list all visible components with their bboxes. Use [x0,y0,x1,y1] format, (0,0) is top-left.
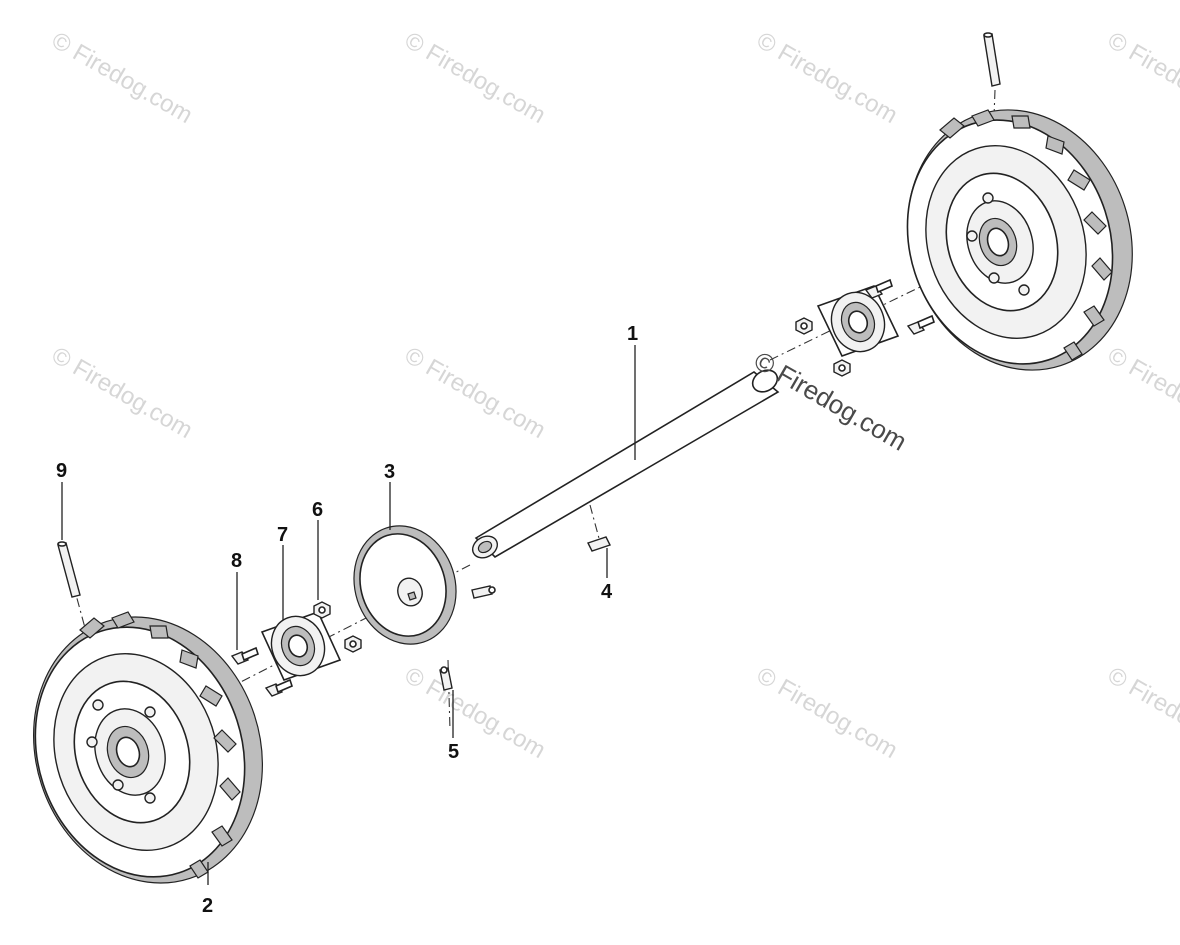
shaft-key [587,536,611,552]
bolt-right-upper [864,278,893,299]
callout-3: 3 [384,461,395,483]
nut-left-lower [344,635,362,653]
watermark: © Firedog.com [752,662,902,764]
left-roll-pin [57,541,81,598]
nut-right-upper [795,317,813,335]
right-roll-pin [983,32,1001,87]
watermark: © Firedog.com [400,342,550,444]
watermark: © Firedog.com [47,342,197,444]
leader-lines [61,345,636,885]
callout-5: 5 [448,741,459,763]
callout-labels: 1 2 3 4 5 6 7 8 9 [56,323,638,917]
tread [939,109,1113,361]
callout-4: 4 [601,581,613,603]
watermark: © Firedog.com [1103,342,1180,444]
callout-8: 8 [231,550,242,572]
callout-9: 9 [56,460,67,482]
watermark: © Firedog.com [1103,662,1180,764]
nut-right-lower [833,359,851,377]
center-watermark: © Firedog.com [749,345,912,456]
left-wheel [33,611,263,884]
watermark: © Firedog.com [752,27,902,129]
nut-left-upper [313,601,331,619]
callout-2: 2 [202,895,213,917]
callout-6: 6 [312,499,323,521]
watermark: © Firedog.com [400,662,550,764]
bolt-right-lower [906,314,935,335]
set-screw-vertical [439,666,453,691]
watermark: © Firedog.com [1103,27,1180,129]
bolt-left-lower [264,678,293,697]
bolt-left-upper [230,646,259,665]
set-screw-horizontal [471,585,496,599]
tread [79,611,241,879]
watermark: © Firedog.com [47,27,197,129]
right-wheel [906,109,1133,371]
callout-1: 1 [627,323,638,345]
sprocket [353,525,457,645]
axle-shaft [471,369,780,559]
callout-7: 7 [277,524,288,546]
left-bearing-flange [260,610,342,682]
right-bearing-flange [816,285,900,357]
watermark: © Firedog.com [400,27,550,129]
